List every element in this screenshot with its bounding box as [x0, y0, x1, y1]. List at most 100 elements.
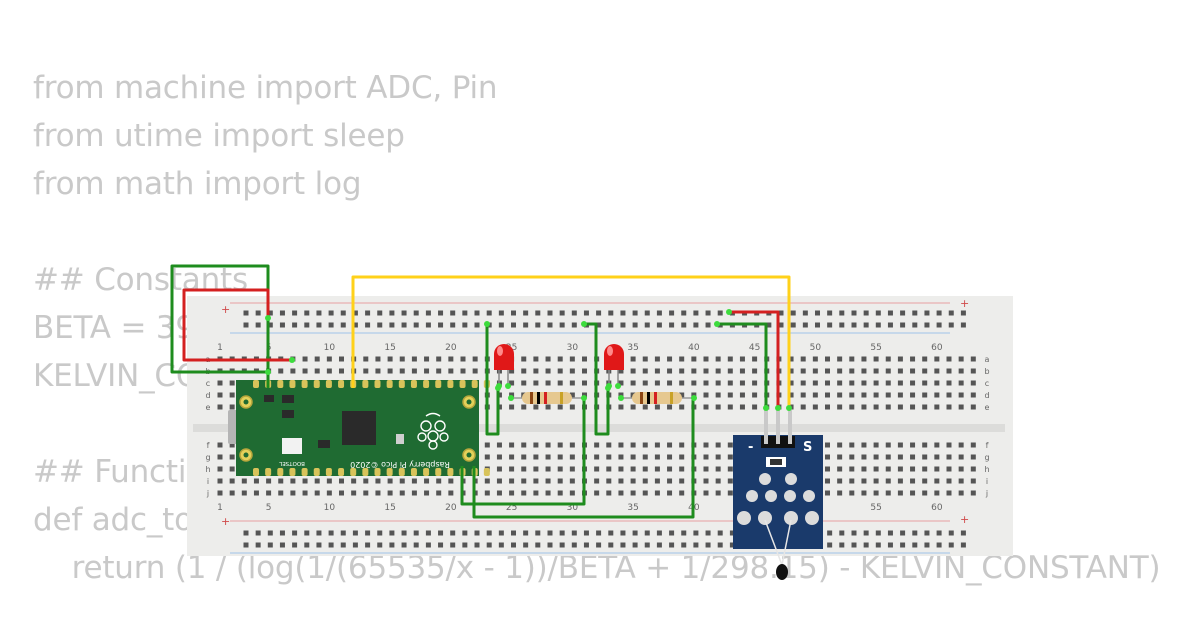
connection-point: [786, 405, 792, 411]
bootsel-button: [282, 438, 302, 454]
pico-pin: [374, 468, 381, 476]
pico-pin: [338, 468, 345, 476]
bootsel-label: BOOTSEL: [278, 460, 305, 466]
connection-point: [714, 321, 720, 327]
column-number-label: 20: [445, 503, 457, 513]
pico-pin: [289, 468, 296, 476]
column-number-label: 55: [870, 503, 881, 513]
pico-pin: [410, 380, 417, 388]
row-letter-label: g: [205, 453, 210, 462]
wire-green: [584, 322, 610, 436]
pico-board-text: Raspberry Pi Pico ©2020: [350, 460, 450, 469]
row-letter-label: f: [207, 441, 210, 450]
row-letter-label: f: [986, 441, 989, 450]
pico-pin: [301, 380, 308, 388]
row-letter-label: e: [985, 403, 990, 412]
wire-red: [182, 288, 292, 362]
pico-pin: [362, 380, 369, 388]
pico-pin: [447, 380, 454, 388]
column-number-label: 55: [870, 343, 881, 353]
pico-pin: [386, 380, 393, 388]
column-number-label: 30: [567, 343, 579, 353]
wire-green: [472, 398, 695, 519]
pico-pin: [253, 380, 259, 388]
column-number-label: 15: [384, 343, 395, 353]
pico-pin: [301, 468, 308, 476]
components: - S: [265, 309, 823, 580]
column-number-label: 45: [749, 343, 760, 353]
column-number-label: 10: [324, 503, 336, 513]
column-number-label: 25: [506, 503, 517, 513]
column-number-label: 60: [931, 503, 943, 513]
wire-yellow: [351, 275, 791, 408]
row-letter-label: d: [205, 391, 210, 400]
code-line: from utime import sleep: [33, 118, 405, 154]
pico-pin: [483, 468, 490, 476]
pico-pin: [398, 380, 405, 388]
pico-pin: [471, 380, 478, 388]
row-letter-label: h: [205, 465, 210, 474]
pico-pin: [398, 468, 405, 476]
rail-plus-label: +: [960, 297, 969, 310]
sensor-pin-minus-label: -: [748, 440, 753, 455]
connection-point: [763, 405, 769, 411]
connection-point: [618, 395, 624, 401]
wire-green: [717, 322, 768, 408]
thermistor-sensor-module: - S: [733, 410, 823, 580]
row-letter-label: i: [207, 477, 209, 486]
pico-pin: [423, 468, 430, 476]
pico-pin: [325, 468, 332, 476]
column-number-label: 1: [217, 343, 223, 353]
wires: [170, 264, 791, 519]
wire-red: [729, 310, 780, 408]
column-number-label: 20: [445, 343, 457, 353]
pico-pin: [362, 468, 369, 476]
connection-point: [775, 405, 781, 411]
connection-point: [581, 321, 587, 327]
column-number-label: 60: [931, 343, 943, 353]
wire-green: [485, 324, 500, 436]
pico-pin: [447, 468, 454, 476]
connection-point: [265, 315, 271, 321]
row-letter-label: j: [985, 489, 988, 498]
pico-pin: [338, 380, 345, 388]
row-letter-label: e: [206, 403, 211, 412]
connection-point: [726, 309, 732, 315]
pico-pin: [423, 380, 430, 388]
red-led: [604, 344, 624, 386]
row-letter-label: c: [206, 379, 210, 388]
pico-pin: [277, 468, 284, 476]
connection-point: [615, 383, 621, 389]
wire-green: [460, 398, 586, 506]
rail-plus-label: +: [221, 515, 230, 528]
row-letter-label: j: [206, 489, 209, 498]
column-number-label: 35: [627, 503, 638, 513]
row-letter-label: g: [984, 453, 989, 462]
column-number-label: 5: [266, 503, 272, 513]
rail-plus-label: +: [221, 303, 230, 316]
pico-pin: [350, 468, 357, 476]
connection-point: [508, 395, 514, 401]
pico-pin: [410, 468, 417, 476]
pico-pin: [325, 380, 332, 388]
pico-pin: [313, 380, 320, 388]
code-line: from math import log: [33, 166, 362, 202]
connection-point: [605, 385, 611, 391]
connection-point: [505, 383, 511, 389]
resistor: [621, 392, 694, 404]
connection-point: [581, 395, 587, 401]
rp2040-chip: [342, 411, 376, 445]
connection-point: [289, 357, 295, 363]
column-number-label: 35: [627, 343, 638, 353]
pico-pin: [386, 468, 393, 476]
pico-pin: [435, 468, 442, 476]
pico-pin: [277, 380, 284, 388]
pico-pins: [253, 380, 490, 476]
column-number-label: 10: [324, 343, 336, 353]
row-letter-label: b: [984, 367, 989, 376]
row-letter-label: c: [985, 379, 989, 388]
pico-pin: [374, 380, 381, 388]
pico-pin: [313, 468, 320, 476]
row-letter-label: i: [986, 477, 988, 486]
raspberry-pi-pico: Raspberry Pi Pico ©2020 BOOTSEL: [228, 380, 490, 476]
